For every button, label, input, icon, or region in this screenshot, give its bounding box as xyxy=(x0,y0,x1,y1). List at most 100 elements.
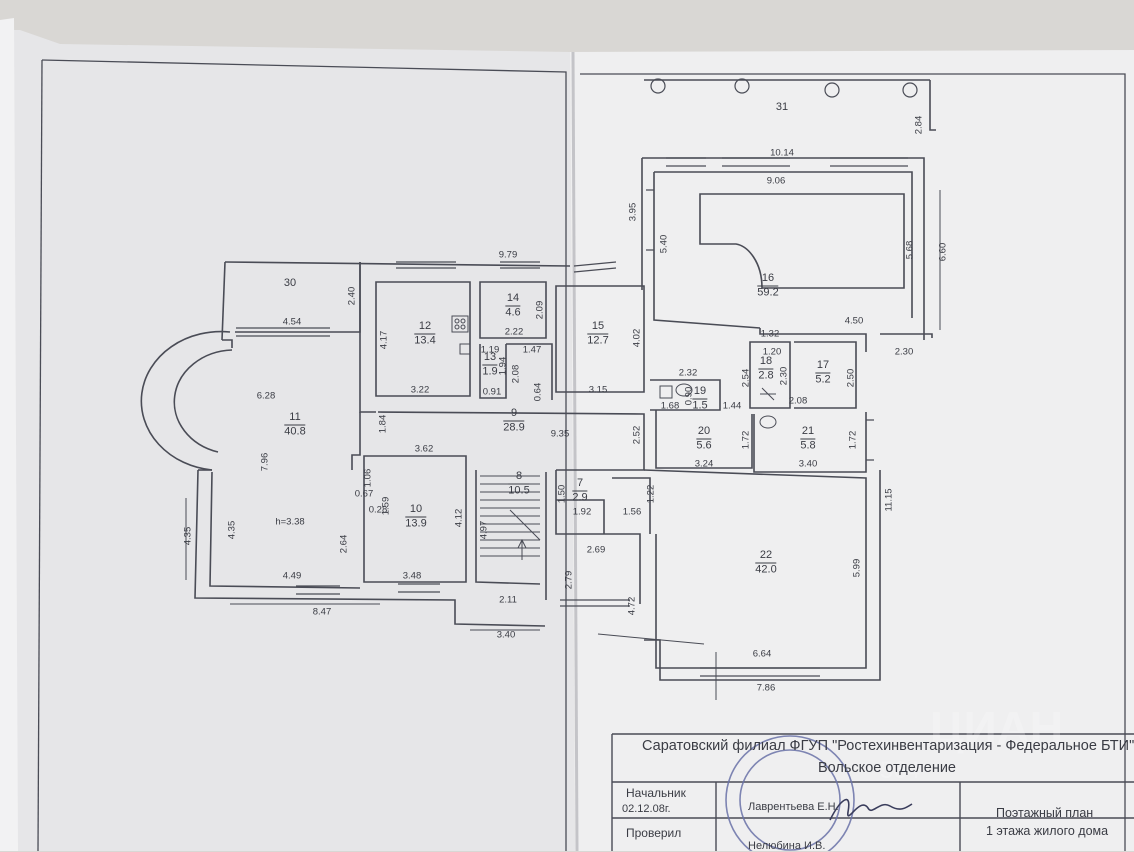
room-number-16: 16 xyxy=(761,272,775,284)
dimension-label: 2.09 xyxy=(534,300,546,320)
dimension-label: 4.02 xyxy=(631,328,643,348)
dimension-label: 3.24 xyxy=(694,458,714,470)
room-area-11: 40.8 xyxy=(284,424,306,438)
dimension-label: 3.40 xyxy=(798,458,818,470)
dimension-label: 2.11 xyxy=(499,594,517,606)
room-number-18: 18 xyxy=(759,355,773,367)
dimension-label: 2.40 xyxy=(346,286,358,306)
document-title-line2: 1 этажа жилого дома xyxy=(986,824,1109,838)
room-area-7: 2.9 xyxy=(572,490,588,504)
dimension-label: 2.79 xyxy=(563,570,575,590)
signature xyxy=(829,798,913,821)
dimension-label: 1.92 xyxy=(572,506,592,518)
dimension-label: 2.69 xyxy=(586,544,606,556)
dimension-label: 3.15 xyxy=(588,384,608,396)
dimension-label: 3.48 xyxy=(402,570,422,582)
dimension-label: 1.44 xyxy=(722,400,742,412)
room-number-30: 30 xyxy=(283,277,297,289)
dimension-label: 4.49 xyxy=(282,570,302,582)
branch-name: Вольское отделение xyxy=(818,760,956,776)
dimension-label: 2.30 xyxy=(894,346,914,358)
svg-text:ЦИАН: ЦИАН xyxy=(930,702,1063,754)
dimension-label: 3.62 xyxy=(414,443,434,455)
dimension-label: 4.54 xyxy=(282,316,302,328)
dimension-label: 2.52 xyxy=(631,425,643,445)
dimension-label: 1.50 xyxy=(556,484,568,504)
organization-name: Саратовский филиал ФГУП "Ростехинвентари… xyxy=(642,738,1134,754)
dimension-label: 0.64 xyxy=(532,382,544,402)
dimension-label: 1.22 xyxy=(645,484,657,504)
dimension-label: 5.68 xyxy=(904,240,916,260)
dimension-label: 6.64 xyxy=(752,648,772,660)
room-number-22: 22 xyxy=(759,549,773,561)
dimension-label: 4.17 xyxy=(378,330,390,350)
role-checker: Проверил xyxy=(626,826,682,840)
room-area-16: 59.2 xyxy=(757,285,779,299)
dimension-label: 11.15 xyxy=(883,488,895,512)
room-number-10: 10 xyxy=(409,503,423,515)
dimension-label: 1.32 xyxy=(760,328,780,340)
dimension-label: 0.90 xyxy=(683,386,695,406)
room-number-31: 31 xyxy=(775,101,789,113)
dimension-label: 1.68 xyxy=(660,400,680,412)
dimension-label: 9.35 xyxy=(550,428,570,440)
dimension-label: 2.08 xyxy=(788,395,808,407)
room-number-20: 20 xyxy=(697,425,711,437)
role-head: Начальник xyxy=(626,786,686,800)
dimension-label: 4.35 xyxy=(182,526,194,546)
date-head: 02.12.08г. xyxy=(622,803,671,815)
dimension-label: 2.32 xyxy=(678,367,698,379)
dimension-label: 2.54 xyxy=(740,368,752,388)
dimension-label: 8.47 xyxy=(312,606,332,618)
room-number-14: 14 xyxy=(506,292,520,304)
room-number-12: 12 xyxy=(418,320,432,332)
dimension-label: 4.50 xyxy=(844,315,864,327)
dimension-label: 2.50 xyxy=(845,368,857,388)
dimension-label: 2.84 xyxy=(913,115,925,135)
room-area-14: 4.6 xyxy=(505,305,521,319)
dimension-label: 4.12 xyxy=(453,508,465,528)
dimension-label: 9.79 xyxy=(498,249,518,261)
dimension-label: 0.91 xyxy=(482,386,502,398)
svg-text:564: 564 xyxy=(880,757,920,784)
room-area-8: 10.5 xyxy=(508,483,530,497)
dimension-label: 5.99 xyxy=(851,558,863,578)
room-number-9: 9 xyxy=(510,407,518,419)
room-number-11: 11 xyxy=(289,411,301,423)
room-area-20: 5.6 xyxy=(696,438,712,452)
dimension-label: 9.06 xyxy=(766,175,786,187)
dimension-label: 3.95 xyxy=(627,202,639,222)
dimension-label: 4.35 xyxy=(226,520,238,540)
dimension-label: 2.64 xyxy=(338,534,350,554)
room-number-17: 17 xyxy=(816,359,830,371)
room-area-19: 1.5 xyxy=(692,398,708,412)
dimension-label: 2.30 xyxy=(778,366,790,386)
dimension-label: 1.72 xyxy=(847,430,859,450)
dimension-label: 2.22 xyxy=(504,326,524,338)
dimension-label: 1.20 xyxy=(762,346,782,358)
dimension-label: 3.40 xyxy=(496,629,516,641)
dimension-label: 0.67 xyxy=(354,488,374,500)
room-area-9: 28.9 xyxy=(503,420,525,434)
document-title-line1: Поэтажный план xyxy=(996,806,1094,820)
room-number-15: 15 xyxy=(591,320,605,332)
room-area-18: 2.8 xyxy=(758,368,774,382)
dimension-label: 1.19 xyxy=(480,344,500,356)
dimension-label: 1.47 xyxy=(522,344,542,356)
room-number-13: 13 xyxy=(483,351,497,363)
dimension-label: 1.84 xyxy=(377,414,389,434)
dimension-label: 10.14 xyxy=(770,147,794,159)
room-area-10: 13.9 xyxy=(405,516,427,530)
watermark: ЦИАН 564 xyxy=(880,702,1063,784)
dimension-label: 1.06 xyxy=(362,468,374,488)
dimension-label: 3.22 xyxy=(410,384,430,396)
room-area-22: 42.0 xyxy=(755,562,777,576)
room-area-21: 5.8 xyxy=(800,438,816,452)
dimension-label: 5.40 xyxy=(658,234,670,254)
dimension-label: 1.94 xyxy=(497,356,509,376)
dimension-label: 7.96 xyxy=(259,452,271,472)
room-area-15: 12.7 xyxy=(587,333,609,347)
name-checker: Нелюбина И.В. xyxy=(748,840,826,852)
dimension-label: 2.08 xyxy=(510,364,522,384)
